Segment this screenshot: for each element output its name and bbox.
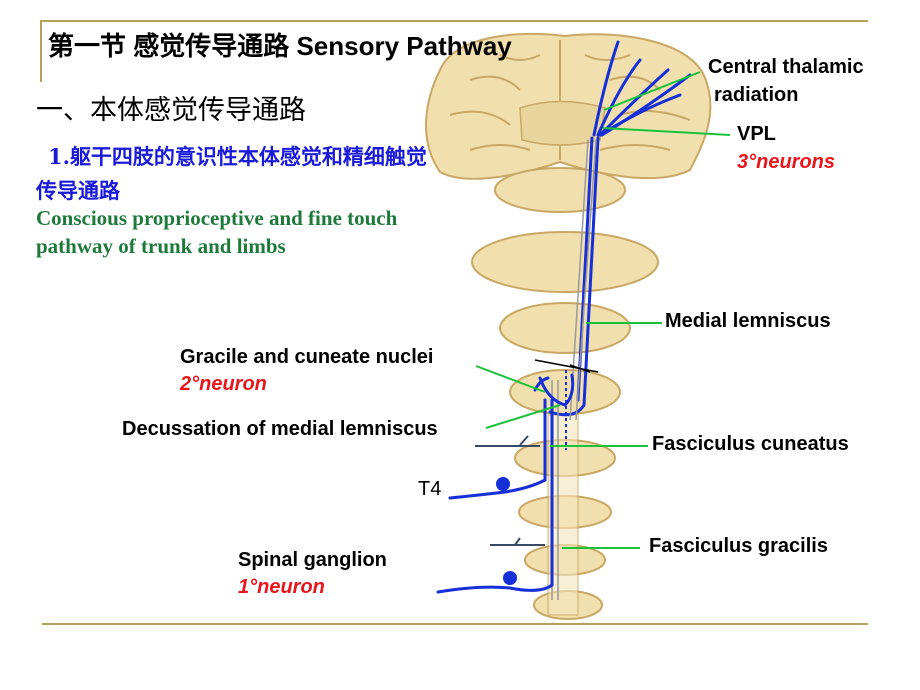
slide-title: 第一节 感觉传导通路 Sensory Pathway	[48, 31, 512, 61]
label-medial-lemniscus: Medial lemniscus	[665, 310, 831, 332]
spinal-ganglion-cells	[496, 477, 517, 585]
label-fasciculus-gracilis: Fasciculus gracilis	[649, 535, 828, 557]
subtitle-chinese-text: 躯干四肢的意识性本体感觉和精细触觉传导通路	[36, 144, 427, 203]
brain-section	[425, 32, 712, 180]
top-rule	[42, 20, 868, 22]
label-vpl: VPL	[737, 123, 776, 145]
subtitle-number: 1.	[48, 144, 70, 169]
leader-lines	[475, 71, 731, 549]
label-second-neuron: 2°neuron	[180, 373, 267, 395]
bottom-rule	[42, 623, 868, 625]
label-third-neurons: 3°neurons	[737, 151, 836, 173]
section-heading: 一、本体感觉传导通路	[36, 95, 306, 125]
label-decussation: Decussation of medial lemniscus	[122, 418, 438, 440]
label-spinal-ganglion: Spinal ganglion	[238, 549, 387, 571]
label-first-neuron: 1°neuron	[238, 576, 325, 598]
label-radiation: radiation	[714, 84, 799, 106]
subtitle-chinese: 1.躯干四肢的意识性本体感觉和精细触觉传导通路	[36, 140, 428, 208]
subtitle-english: Conscious proprioceptive and fine touch …	[36, 206, 398, 258]
black-markers	[534, 359, 599, 373]
spinal-roots	[475, 435, 545, 546]
label-central-thalamic: Central thalamic	[708, 56, 864, 78]
label-fasciculus-cuneatus: Fasciculus cuneatus	[652, 433, 849, 455]
label-t4: T4	[418, 478, 442, 500]
first-order-fibers	[436, 398, 554, 594]
left-rule	[40, 20, 42, 82]
label-gracile-cuneate-nuclei: Gracile and cuneate nuclei	[180, 346, 434, 368]
